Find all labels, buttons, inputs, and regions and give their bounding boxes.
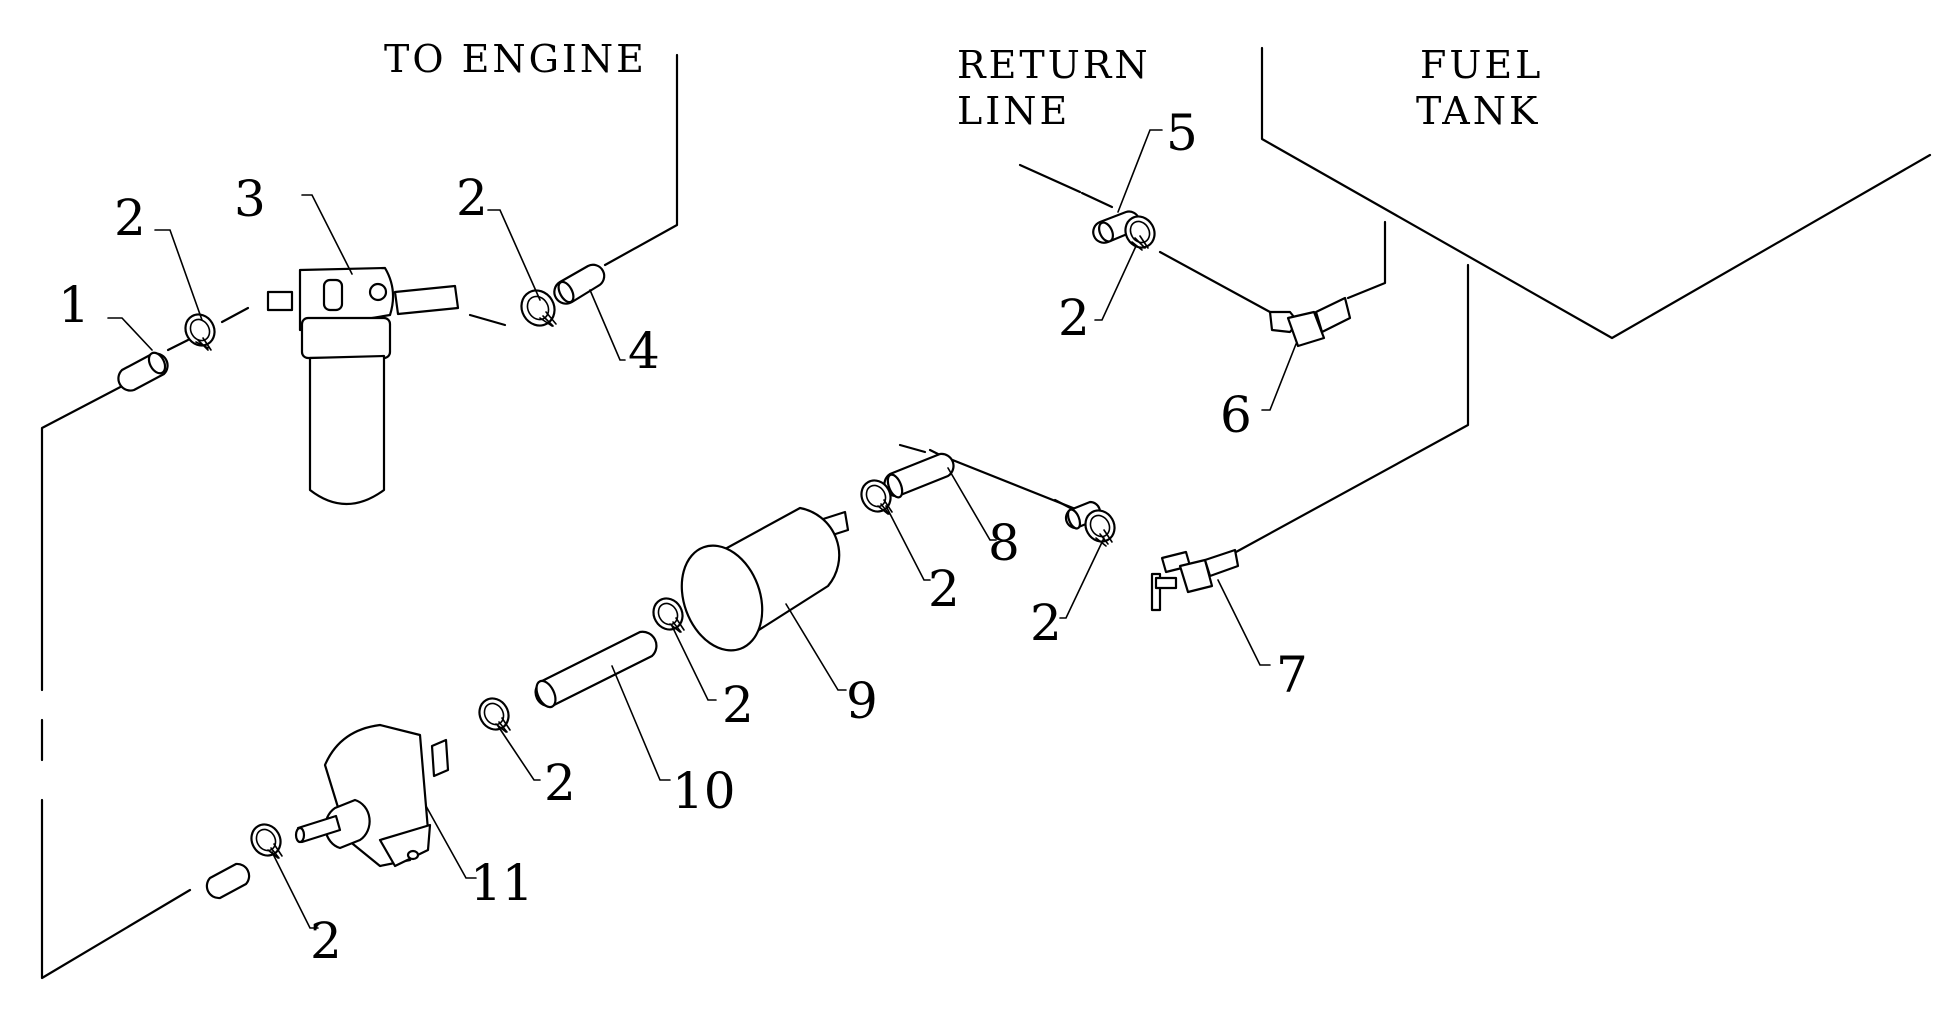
elbow-fitting xyxy=(1268,296,1352,348)
hose-clamp-e xyxy=(1084,509,1116,547)
callout-4: 4 xyxy=(628,322,660,380)
callout-6: 6 xyxy=(1220,386,1252,444)
callout-5: 5 xyxy=(1166,104,1198,162)
callout-2: 2 xyxy=(928,560,960,618)
hose-clamp-a xyxy=(184,313,216,351)
callout-2: 2 xyxy=(1058,289,1090,347)
callout-2: 2 xyxy=(1030,594,1062,652)
fuel-tank xyxy=(1260,46,1932,340)
shutoff-tap xyxy=(1150,548,1240,612)
hose-clamp-h xyxy=(250,823,283,859)
callout-2: 2 xyxy=(310,912,342,970)
hose-1 xyxy=(117,351,169,392)
caption-to-engine: TO ENGINE xyxy=(384,37,647,81)
callout-2: 2 xyxy=(456,169,488,227)
callout-8: 8 xyxy=(988,514,1020,572)
callout-11: 11 xyxy=(470,854,534,912)
callout-9: 9 xyxy=(846,672,878,730)
callout-3: 3 xyxy=(234,170,266,228)
primary-filter xyxy=(266,266,460,506)
hose-inlet xyxy=(205,862,251,900)
caption-fuel-tank-2: TANK xyxy=(1416,89,1540,133)
inline-fuel-filter xyxy=(680,506,850,652)
fuel-pump xyxy=(294,723,450,868)
hose-clamp-b xyxy=(520,289,557,327)
callout-7: 7 xyxy=(1276,646,1308,704)
hose-clamp-c xyxy=(1124,215,1156,251)
hose-clamp-d xyxy=(860,479,893,515)
hose-clamp-f xyxy=(652,597,685,633)
callouts: 1 2 3 2 4 5 2 6 8 2 2 7 9 2 10 2 11 2 xyxy=(58,104,1308,970)
callout-1: 1 xyxy=(58,276,90,334)
hose-clamp-g xyxy=(478,697,511,733)
callout-2: 2 xyxy=(722,676,754,734)
fuel-lines xyxy=(40,53,1470,980)
callout-2: 2 xyxy=(544,754,576,812)
caption-return-line-1: RETURN xyxy=(957,43,1151,87)
hose-4 xyxy=(553,263,606,305)
callout-10: 10 xyxy=(672,762,736,820)
leader-lines xyxy=(107,129,1297,929)
callout-2: 2 xyxy=(114,189,146,247)
caption-return-line-2: LINE xyxy=(957,89,1070,133)
caption-fuel-tank-1: FUEL xyxy=(1420,43,1543,87)
hose-10 xyxy=(534,630,658,709)
